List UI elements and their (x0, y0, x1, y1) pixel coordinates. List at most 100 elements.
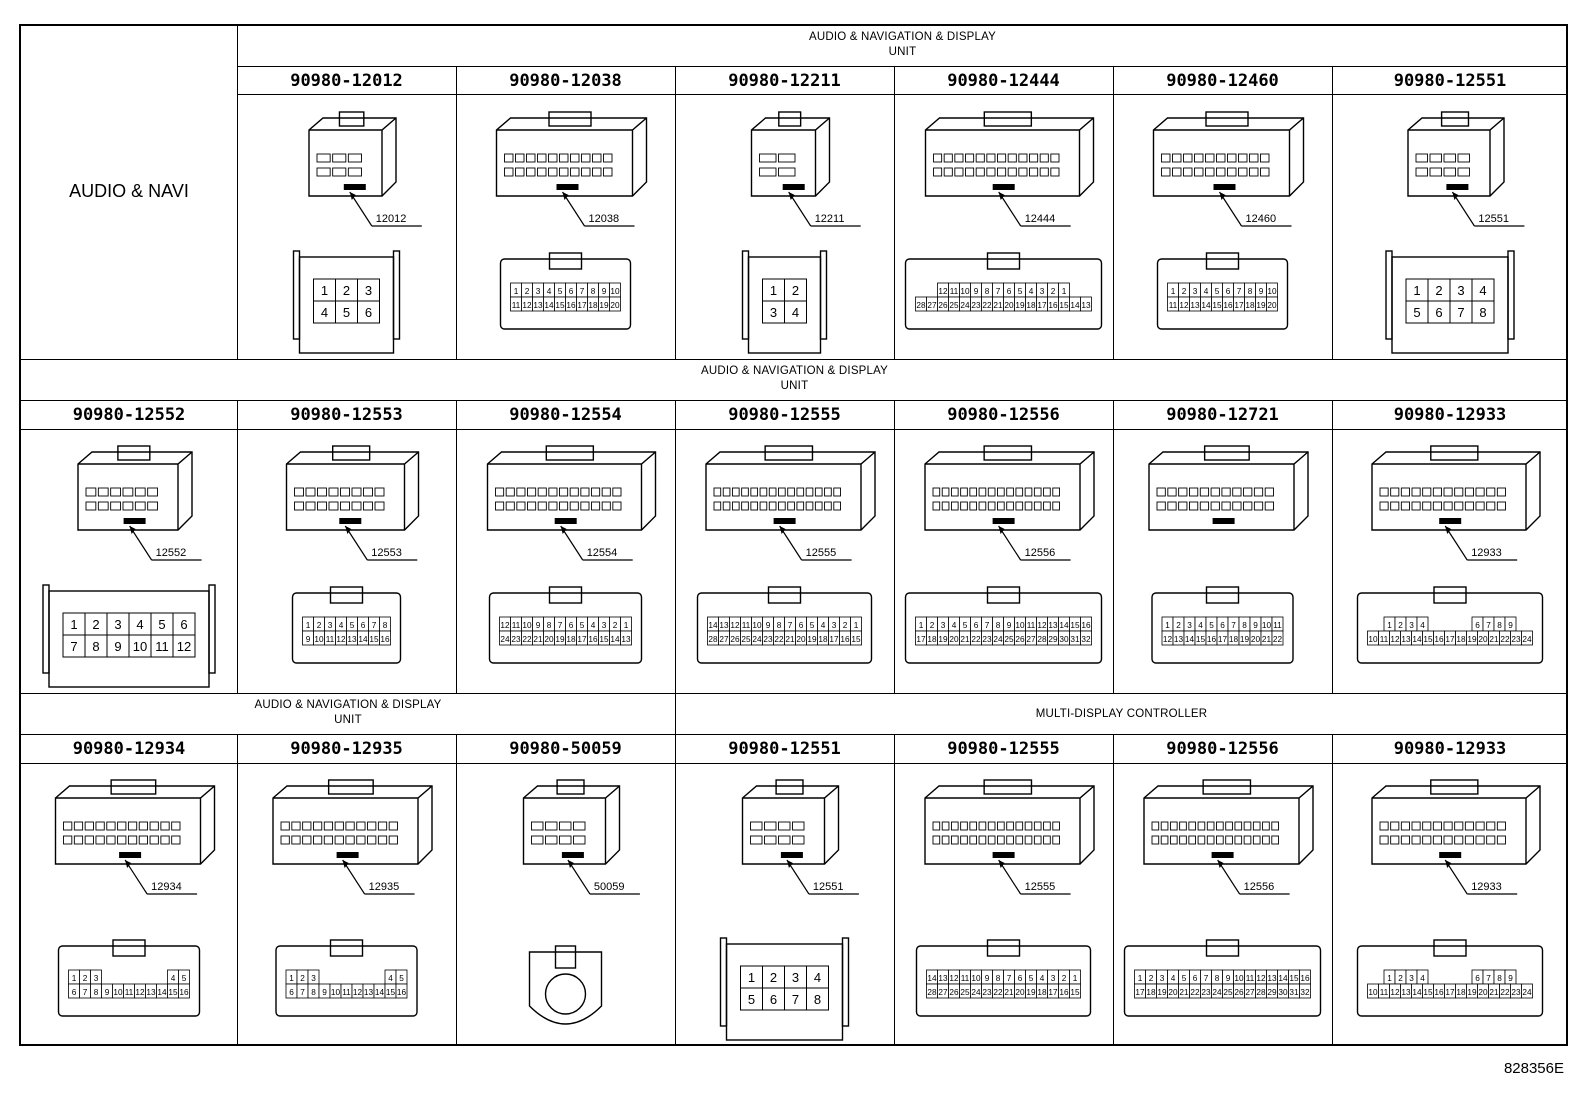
pin-number: 15 (1070, 621, 1080, 630)
callout-label: 12551 (1478, 213, 1509, 225)
connector-body-icon (1152, 111, 1305, 197)
pin-number: 15 (1196, 635, 1206, 644)
pin-number: 15 (1423, 988, 1433, 997)
connector-body-icon (924, 111, 1095, 197)
connector-body-icon (285, 445, 420, 531)
pin-number: 8 (996, 974, 1001, 983)
pin-number: 22 (1273, 635, 1283, 644)
pin-number: 22 (993, 988, 1003, 997)
pin-number: 4 (821, 621, 826, 630)
connector-body-icon (1371, 445, 1541, 531)
pin-number: 7 (792, 992, 799, 1007)
connector-body-icon (272, 779, 433, 865)
pin-number: 11 (961, 974, 970, 983)
pin-number: 8 (1248, 287, 1253, 296)
section-title-line1: AUDIO & NAVIGATION & DISPLAY (254, 699, 442, 711)
pin-number: 10 (1234, 974, 1244, 983)
pin-number: 3 (94, 974, 99, 983)
pin-number: 8 (985, 287, 990, 296)
divider (675, 693, 676, 1046)
pin-number: 7 (372, 621, 377, 630)
pin-number: 28 (1256, 988, 1266, 997)
callout-label: 12552 (156, 547, 187, 559)
pin-number: 1 (1073, 974, 1078, 983)
callout-label: 12556 (1025, 547, 1056, 559)
callout-label: 12554 (587, 547, 618, 559)
pin-number: 9 (1253, 621, 1258, 630)
pin-number: 24 (960, 301, 970, 310)
pin-number: 9 (1226, 974, 1231, 983)
pin-number: 6 (1220, 621, 1225, 630)
callout-label: 12556 (1244, 881, 1275, 893)
pin-number: 13 (1401, 635, 1411, 644)
pin-number: 20 (1478, 988, 1488, 997)
pin-number: 16 (1434, 988, 1444, 997)
pin-number: 17 (1234, 301, 1244, 310)
pin-number: 2 (1398, 621, 1403, 630)
pin-number: 23 (763, 635, 773, 644)
pin-number: 12 (500, 621, 510, 630)
part-number: 90980-12556 (1166, 739, 1279, 759)
connector-body-icon (741, 779, 840, 865)
connector-drawing: 50059 (522, 779, 640, 1025)
pin-number: 3 (770, 305, 777, 320)
pin-number: 31 (1289, 988, 1299, 997)
pin-number: 10 (752, 621, 762, 630)
pin-number: 4 (591, 621, 596, 630)
pin-number: 13 (1267, 974, 1277, 983)
pin-number: 3 (328, 621, 333, 630)
pin-number: 2 (843, 621, 848, 630)
pin-number: 3 (832, 621, 837, 630)
pin-number: 11 (1380, 988, 1389, 997)
pin-number: 3 (1160, 974, 1165, 983)
section-title-line1: AUDIO & NAVIGATION & DISPLAY (808, 31, 997, 43)
pin-number: 17 (1048, 988, 1058, 997)
pin-number: 19 (1015, 301, 1025, 310)
pin-number: 19 (938, 635, 948, 644)
pin-number: 11 (512, 621, 521, 630)
pin-number: 10 (1368, 988, 1378, 997)
callout-label: 12555 (806, 547, 837, 559)
pin-number: 9 (1508, 621, 1513, 630)
part-number: 90980-12553 (290, 405, 403, 425)
pin-number: 8 (92, 639, 99, 654)
pin-number: 2 (1182, 287, 1187, 296)
pin-number: 7 (580, 287, 585, 296)
section-title: MULTI-DISPLAY CONTROLLER (675, 707, 1568, 722)
pin-number: 8 (814, 992, 821, 1007)
part-number: 90980-12211 (728, 71, 841, 91)
pin-number: 9 (1508, 974, 1513, 983)
pin-number: 5 (158, 617, 165, 632)
connector-body-icon (308, 111, 397, 197)
pin-number: 3 (536, 287, 541, 296)
part-number: 90980-12444 (947, 71, 1060, 91)
pin-number: 19 (1256, 301, 1266, 310)
pin-number: 12 (1390, 635, 1400, 644)
pin-number: 18 (1146, 988, 1156, 997)
pin-number: 28 (1037, 635, 1047, 644)
pin-number: 6 (1007, 287, 1012, 296)
pin-number: 3 (1187, 621, 1192, 630)
pin-number: 4 (952, 621, 957, 630)
pin-number: 6 (289, 988, 294, 997)
pin-number: 11 (342, 988, 351, 997)
pin-number: 7 (1007, 974, 1012, 983)
part-number: 90980-12552 (72, 405, 186, 425)
pin-number: 4 (1204, 287, 1209, 296)
pin-number: 14 (610, 635, 620, 644)
pin-number: 21 (533, 635, 543, 644)
pin-number: 8 (591, 287, 596, 296)
pin-number: 3 (941, 621, 946, 630)
pin-number: 2 (930, 621, 935, 630)
pin-number: 21 (993, 301, 1003, 310)
pin-number: 20 (949, 635, 959, 644)
part-number: 90980-12038 (509, 71, 622, 91)
callout-label: 12551 (813, 881, 844, 893)
divider (1113, 66, 1114, 359)
